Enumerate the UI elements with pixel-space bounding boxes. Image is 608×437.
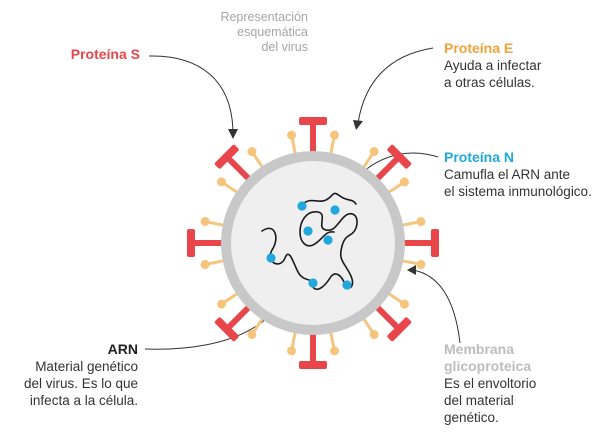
caption-line: del virus: [261, 40, 308, 54]
label-proteina-e: Proteína E Ayuda a infectar a otras célu…: [444, 40, 604, 91]
s-protein-spike: [187, 229, 227, 257]
e-protein-spike: [217, 290, 241, 309]
n-protein-bead: [297, 201, 307, 211]
e-protein-spike: [247, 315, 266, 339]
s-protein-spike: [299, 117, 327, 157]
e-protein-spike: [328, 329, 339, 356]
virus-interior: [231, 161, 395, 325]
s-protein-spike: [214, 301, 255, 342]
caption-line: Representación: [220, 10, 308, 24]
e-protein-spike: [217, 177, 241, 196]
e-protein-spike: [247, 147, 266, 171]
arrowhead-proteina-e: [353, 120, 363, 130]
n-protein-beads: [266, 201, 352, 290]
n-protein-bead: [266, 253, 276, 263]
label-membrana: Membrana glicoproteica Es el envoltorio …: [444, 341, 604, 426]
arn-desc-line: del virus. Es lo que: [23, 376, 138, 391]
n-protein-bead: [323, 235, 333, 245]
n-protein-bead: [330, 205, 340, 215]
arrow-membrana: [412, 269, 461, 344]
e-protein-spike: [360, 147, 379, 171]
s-protein-spikes: [187, 117, 439, 369]
arrow-proteina-s: [148, 55, 234, 133]
proteina-e-title: Proteína E: [444, 40, 514, 56]
e-protein-spike: [385, 177, 409, 196]
e-protein-spike: [385, 290, 409, 309]
label-proteina-n: Proteína N Camufla el ARN ante el sistem…: [444, 149, 606, 200]
arrowhead-proteina-s: [228, 129, 238, 139]
s-protein-spike: [371, 144, 412, 185]
e-protein-spike: [399, 217, 426, 228]
arn-title: ARN: [107, 341, 138, 357]
rna-strand-upper: [301, 192, 357, 206]
arn-desc-line: infecta a la célula.: [29, 393, 138, 408]
proteina-s-title: Proteína S: [70, 46, 140, 62]
label-arn: ARN Material genético del virus. Es lo q…: [10, 341, 138, 409]
e-protein-spike: [360, 315, 379, 339]
e-protein-spikes: [200, 130, 426, 356]
e-protein-spike: [287, 329, 298, 356]
caption-line: esquemática: [237, 25, 308, 39]
diagram-caption: Representación esquemática del virus: [170, 10, 308, 55]
e-protein-spike: [287, 130, 298, 157]
membrana-desc-line: del material: [444, 393, 514, 408]
proteina-n-title: Proteína N: [444, 149, 515, 165]
s-protein-spike: [214, 144, 255, 185]
label-proteina-s: Proteína S: [40, 46, 140, 63]
proteina-e-desc-line: Ayuda a infectar: [444, 58, 542, 73]
arn-desc-line: Material genético: [35, 359, 138, 374]
membrana-title: glicoproteica: [444, 358, 532, 374]
n-protein-bead: [342, 280, 352, 290]
proteina-e-desc-line: a otras células.: [444, 75, 535, 90]
n-protein-bead: [303, 226, 313, 236]
membrana-title: Membrana: [444, 341, 515, 357]
e-protein-spike: [328, 130, 339, 157]
membrana-desc-line: Es el envoltorio: [444, 376, 537, 391]
proteina-n-desc-line: el sistema inmunológico.: [444, 184, 592, 199]
s-protein-spike: [371, 301, 412, 342]
e-protein-spike: [200, 217, 227, 228]
e-protein-spike: [399, 258, 426, 269]
n-protein-bead: [308, 278, 318, 288]
proteina-n-desc-line: Camufla el ARN ante: [444, 167, 571, 182]
s-protein-spike: [399, 229, 439, 257]
arrowhead-membrana: [407, 265, 416, 275]
membrana-desc-line: genético.: [444, 410, 499, 425]
rna-strand: [261, 211, 358, 291]
s-protein-spike: [299, 329, 327, 369]
e-protein-spike: [200, 258, 227, 269]
arrow-proteina-e: [357, 47, 434, 124]
